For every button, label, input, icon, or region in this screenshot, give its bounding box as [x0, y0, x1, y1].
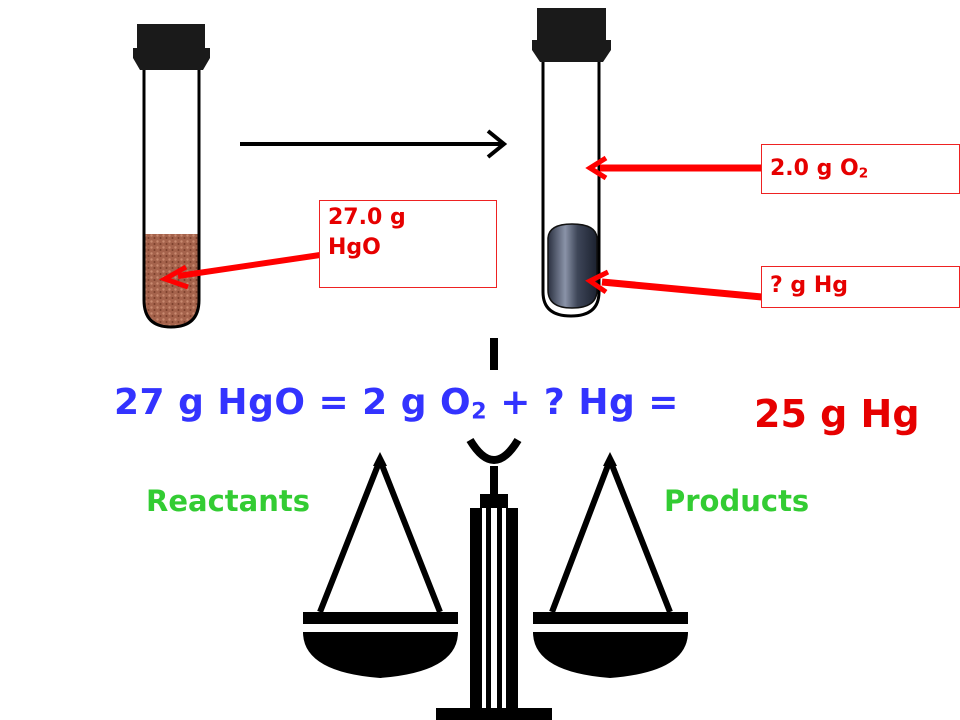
- tube-stopper-right: [532, 8, 611, 62]
- products-label: Products: [664, 484, 810, 518]
- balance-scale: [303, 338, 688, 720]
- pointer-arrow-hgo: [158, 252, 321, 290]
- tube-stopper-left: [133, 24, 210, 70]
- test-tube-products: [532, 8, 611, 318]
- balance-pillar-cap: [480, 494, 508, 508]
- label-hgo: 27.0 g HgO: [319, 200, 497, 288]
- label-o2-subscript: 2: [858, 165, 869, 182]
- balance-hook: [466, 437, 522, 464]
- balance-pillar: [470, 508, 518, 708]
- tube-glass-right: [541, 58, 601, 318]
- equation-subscript: 2: [471, 398, 488, 425]
- label-hg: ? g Hg: [761, 266, 960, 308]
- balance-pan-left: [303, 452, 458, 678]
- balance-pan-right: [533, 452, 688, 678]
- mass-equation: 27 g HgO = 2 g O2 + ? Hg =: [114, 382, 679, 424]
- tube-glass-left: [142, 62, 201, 329]
- equation-part2: + ? Hg =: [487, 382, 679, 423]
- label-hgo-formula: HgO: [328, 235, 381, 260]
- pointer-arrow-o2: [585, 155, 762, 181]
- balance-stem: [490, 466, 498, 494]
- label-hgo-mass: 27.0 g: [328, 205, 406, 230]
- equation-answer: 25 g Hg: [754, 392, 920, 436]
- label-o2: 2.0 g O2: [761, 144, 960, 194]
- equation-part1: 27 g HgO = 2 g O: [114, 382, 472, 423]
- reactants-label: Reactants: [146, 484, 310, 518]
- pointer-arrow-hg: [585, 269, 763, 301]
- balance-top-post: [490, 338, 498, 370]
- mercury-blob: [547, 223, 598, 309]
- label-hg-text: ? g Hg: [770, 273, 848, 298]
- label-o2-text: 2.0 g O: [770, 156, 859, 181]
- reaction-arrow: [240, 129, 508, 159]
- balance-base: [436, 708, 552, 720]
